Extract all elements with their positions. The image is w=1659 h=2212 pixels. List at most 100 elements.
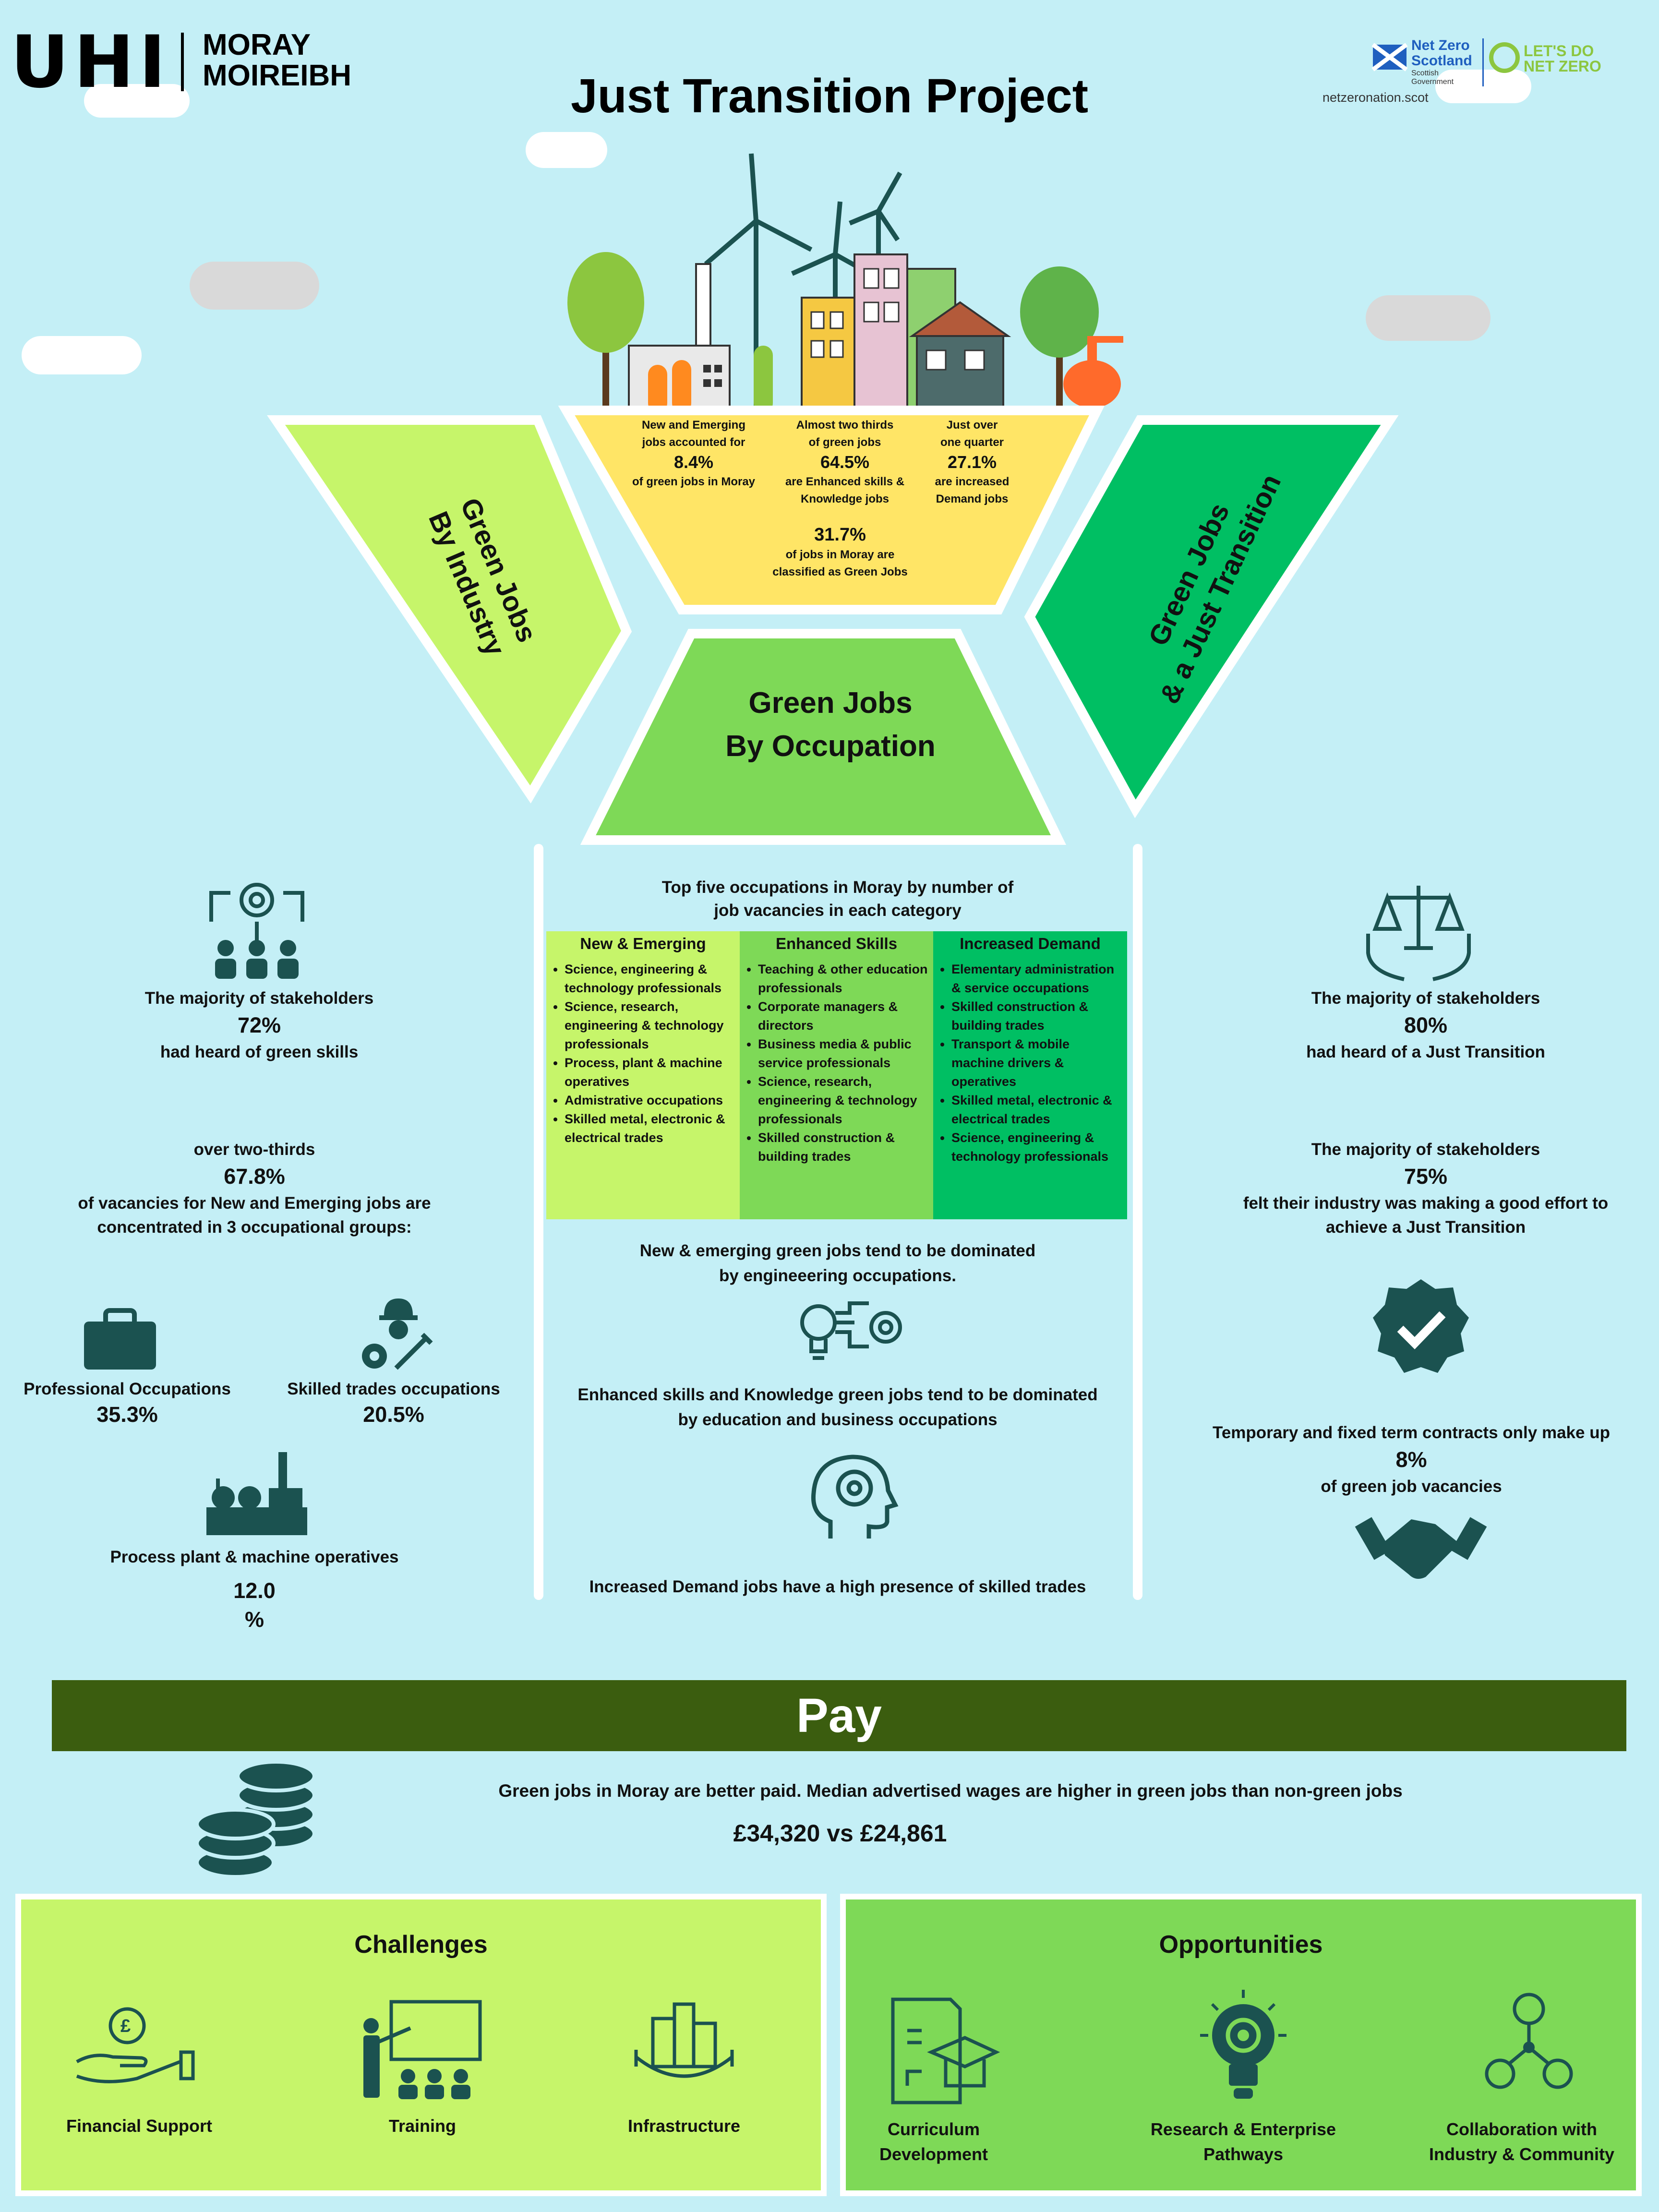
stat-value: 75% — [1404, 1164, 1448, 1189]
partner-logos: Net Zero Scotland Scottish Government LE… — [1320, 34, 1618, 110]
logo-divider — [181, 33, 184, 91]
col-enhanced-skills: Enhanced Skills Teaching & other educati… — [740, 931, 933, 1219]
group-professional: Professional Occupations 35.3% — [10, 1378, 245, 1429]
list-item: Elementary administration & service occu… — [951, 960, 1123, 998]
stat-line: concentrated in 3 occupational groups: — [97, 1218, 412, 1237]
label-line-2: By Occupation — [725, 730, 936, 763]
hand-coin-icon: £ — [76, 2007, 195, 2083]
opportunity-research: Research & Enterprise Pathways — [1135, 2117, 1351, 2167]
title-line: job vacancies in each category — [714, 901, 962, 920]
cloud-decoration — [22, 336, 142, 374]
scales-hands-icon — [1366, 886, 1471, 981]
cloud-decoration — [190, 262, 319, 310]
list-item: Skilled metal, electronic & electrical t… — [565, 1110, 736, 1147]
funnel-right — [1024, 415, 1399, 818]
funnel-top — [558, 406, 1105, 614]
list-item: Skilled construction & building trades — [951, 998, 1123, 1035]
stat-line: The majority of stakeholders — [144, 989, 374, 1008]
opportunity-curriculum: Curriculum Development — [838, 2117, 1030, 2167]
opportunity-line: Pathways — [1203, 2144, 1284, 2164]
stat-value: 72% — [237, 1013, 281, 1037]
stat-contracts: Temporary and fixed term contracts only … — [1176, 1421, 1647, 1499]
title-line: Top five occupations in Moray by number … — [661, 878, 1014, 897]
logo-text-moray: MORAY — [203, 28, 311, 61]
group-value: 35.3% — [96, 1402, 158, 1427]
col-header: Enhanced Skills — [775, 935, 898, 952]
stat-line: had heard of a Just Transition — [1306, 1043, 1545, 1061]
handshake-icon — [1355, 1517, 1487, 1579]
opportunity-line: Collaboration with — [1446, 2119, 1597, 2139]
fact-line: are increased — [935, 475, 1010, 488]
label-line-1: Green Jobs — [748, 686, 913, 720]
stat-line: The majority of stakeholders — [1311, 1140, 1540, 1159]
fact-line: Demand jobs — [936, 493, 1009, 505]
fact-line: jobs accounted for — [642, 436, 745, 449]
fact-total-green-jobs: 31.7% of jobs in Moray are classified as… — [749, 523, 931, 581]
challenges-title: Challenges — [354, 1931, 488, 1959]
idea-gear-icon — [800, 1301, 902, 1360]
svg-text:£: £ — [120, 2016, 131, 2036]
opportunity-line: Curriculum — [887, 2119, 980, 2139]
lightbulb-gear-icon — [1200, 1990, 1286, 2099]
list-item: Science, engineering & technology profes… — [951, 1129, 1123, 1166]
stat-line: over two-thirds — [193, 1140, 315, 1159]
stat-line: of vacancies for New and Emerging jobs a… — [78, 1194, 431, 1213]
nzs-sub-2: Government — [1411, 78, 1454, 86]
stat-line: of green job vacancies — [1321, 1477, 1502, 1496]
ldnz-ring-icon — [1489, 42, 1520, 73]
fact-line: classified as Green Jobs — [772, 565, 908, 578]
stat-industry-effort: The majority of stakeholders 75% felt th… — [1200, 1138, 1651, 1239]
fact-increased-demand: Just over one quarter 27.1% are increase… — [912, 417, 1032, 508]
group-skilled-trades: Skilled trades occupations 20.5% — [269, 1378, 518, 1429]
team-gear-icon — [209, 883, 304, 979]
funnel-left — [267, 415, 632, 804]
stat-value: 8% — [1395, 1447, 1427, 1472]
infrastructure-icon — [634, 2002, 734, 2078]
list-item: Science, research, engineering & technol… — [565, 998, 736, 1054]
list-item: Process, plant & machine operatives — [565, 1054, 736, 1091]
stat-line: Temporary and fixed term contracts only … — [1213, 1423, 1610, 1442]
funnel-center — [580, 629, 1067, 845]
pay-comparison: £34,320 vs £24,861 — [733, 1820, 947, 1847]
opportunity-line: Industry & Community — [1429, 2144, 1614, 2164]
nzs-title-1: Net Zero — [1411, 37, 1470, 53]
opportunity-line: Development — [879, 2144, 988, 2164]
group-label: Skilled trades occupations — [287, 1380, 500, 1398]
note-skilled-trades: Increased Demand jobs have a high presen… — [589, 1577, 1086, 1596]
head-gear-icon — [811, 1455, 899, 1539]
note-line: New & emerging green jobs tend to be dom… — [639, 1241, 1036, 1260]
list-item: Skilled metal, electronic & electrical t… — [951, 1091, 1123, 1129]
fact-line: are Enhanced skills & — [785, 475, 905, 488]
note-line: by engineeering occupations. — [719, 1266, 956, 1285]
fact-line: one quarter — [940, 436, 1004, 449]
fact-enhanced-skills: Almost two thirds of green jobs 64.5% ar… — [768, 417, 922, 508]
fact-line: Knowledge jobs — [800, 493, 889, 505]
nzs-sub-1: Scottish — [1411, 69, 1439, 77]
partner-divider — [1482, 38, 1484, 86]
occupation-list: Elementary administration & service occu… — [937, 960, 1123, 1166]
occupation-table-title: Top five occupations in Moray by number … — [547, 876, 1128, 922]
uhi-logo-mark: UHI — [11, 21, 171, 104]
list-item: Skilled construction & building trades — [758, 1129, 929, 1166]
list-item: Corporate managers & directors — [758, 998, 929, 1035]
note-line: by education and business occupations — [678, 1410, 998, 1429]
fact-line: Just over — [946, 419, 998, 432]
fact-line: New and Emerging — [641, 419, 746, 432]
cloud-decoration — [1366, 295, 1491, 341]
opportunities-title: Opportunities — [1159, 1931, 1323, 1959]
training-teacher-icon — [363, 2000, 482, 2099]
stat-line: The majority of stakeholders — [1311, 989, 1540, 1008]
group-label: Professional Occupations — [24, 1380, 231, 1398]
group-label: Process plant & machine operatives — [110, 1548, 399, 1566]
challenge-infrastructure: Infrastructure — [627, 2116, 741, 2136]
list-item: Admistrative occupations — [565, 1091, 736, 1110]
group-process-plant: Process plant & machine operatives 12.0 … — [86, 1546, 422, 1634]
challenges-panel: Challenges — [15, 1894, 827, 2196]
col-new-emerging: New & Emerging Science, engineering & te… — [546, 931, 740, 1219]
ldnz-line-2: NET ZERO — [1524, 58, 1601, 75]
stat-just-transition: The majority of stakeholders 80% had hea… — [1248, 986, 1603, 1064]
check-badge-icon — [1373, 1279, 1469, 1373]
note-education: Enhanced skills and Knowledge green jobs… — [547, 1382, 1128, 1432]
center-divider-right — [1133, 844, 1142, 1600]
uhi-logo: UHI MORAY MOIREIBH — [11, 21, 366, 104]
